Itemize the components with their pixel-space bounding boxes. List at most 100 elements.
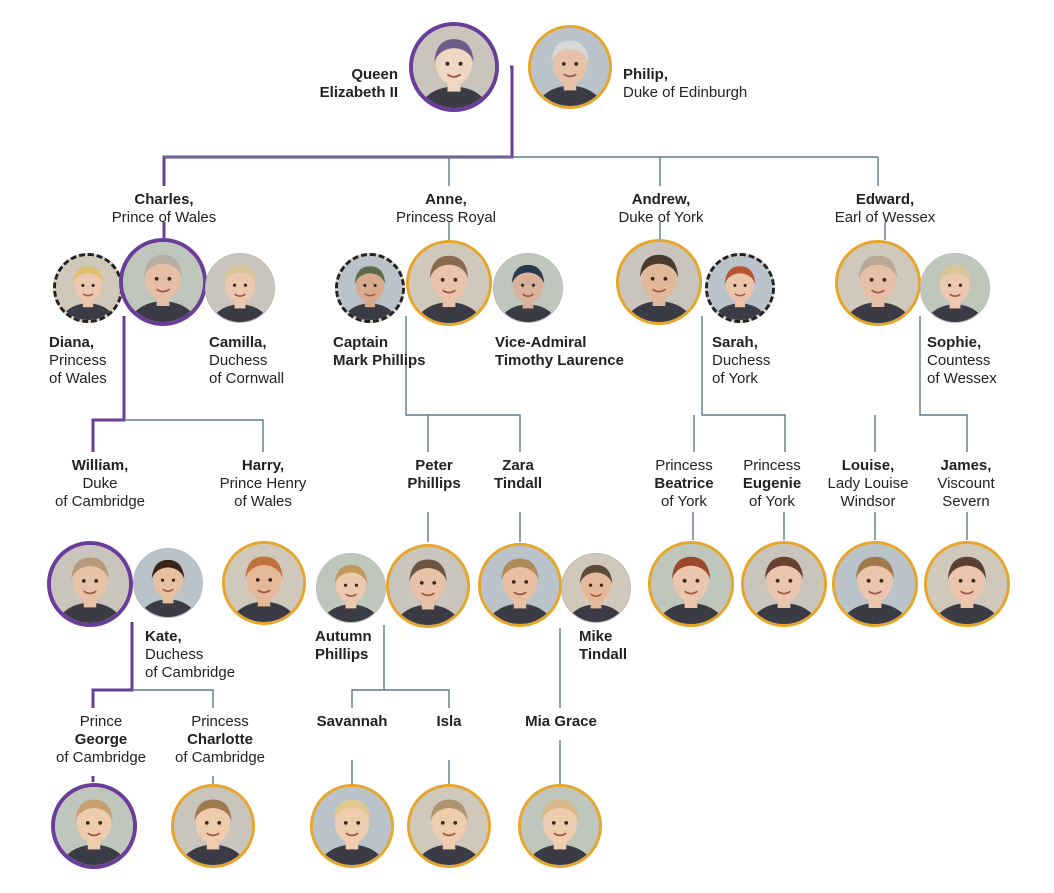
beatrice-name: Beatrice xyxy=(654,475,714,492)
harry-portrait-icon xyxy=(222,541,306,625)
family-line xyxy=(384,689,450,708)
william-portrait-icon xyxy=(47,541,133,627)
philip-label: Philip,Duke of Edinburgh xyxy=(623,66,747,102)
family-line xyxy=(701,316,786,452)
edward-name: Edward, xyxy=(855,191,915,208)
george-title-text: of Cambridge xyxy=(55,749,147,766)
charles-portrait-icon xyxy=(119,238,207,326)
george-name: George xyxy=(74,731,128,748)
charlotte-title-text: of Cambridge xyxy=(174,749,266,766)
autumn-portrait-icon xyxy=(316,553,386,623)
charles-title-text: Prince of Wales xyxy=(111,209,217,226)
eugenie-title-text: of York xyxy=(749,493,795,510)
family-line xyxy=(405,316,521,452)
elizabeth-portrait-icon xyxy=(409,22,499,112)
zara-portrait-icon xyxy=(478,543,562,627)
diana-portrait-icon xyxy=(53,253,123,323)
family-line xyxy=(132,689,214,708)
isla-name: Isla xyxy=(436,713,462,730)
andrew-portrait-icon xyxy=(616,239,702,325)
family-line xyxy=(351,625,385,708)
louise-name: Louise, xyxy=(841,457,895,474)
james-name: James, xyxy=(940,457,992,474)
harry-name: Harry, xyxy=(241,457,285,474)
succession-line xyxy=(91,622,134,708)
charlotte-portrait-icon xyxy=(171,784,255,868)
isla-portrait-icon xyxy=(407,784,491,868)
peter-portrait-icon xyxy=(386,544,470,628)
andrew-label: Andrew,Duke of York xyxy=(618,191,703,227)
james-portrait-icon xyxy=(924,541,1010,627)
camilla-name: Camilla, xyxy=(209,334,267,351)
andrew-name: Andrew, xyxy=(631,191,691,208)
beatrice-title-text: of York xyxy=(661,493,707,510)
edward-portrait-icon xyxy=(835,240,921,326)
beatrice-portrait-icon xyxy=(648,541,734,627)
savannah-label: Savannah xyxy=(317,713,388,731)
philip-title-text: Duke of Edinburgh xyxy=(623,84,748,101)
camilla-portrait-icon xyxy=(205,253,275,323)
william-name: William, xyxy=(71,457,129,474)
timothy-portrait-icon xyxy=(493,253,563,323)
mark-portrait-icon xyxy=(335,253,405,323)
anne-title-text: Princess Royal xyxy=(395,209,497,226)
george-title: Prince xyxy=(79,713,123,730)
philip-portrait-icon xyxy=(528,25,612,109)
mia-name: Mia Grace xyxy=(525,713,597,730)
savannah-portrait-icon xyxy=(310,784,394,868)
george-portrait-icon xyxy=(51,783,137,869)
edward-title-text: Earl of Wessex xyxy=(834,209,936,226)
mia-portrait-icon xyxy=(518,784,602,868)
family-line xyxy=(919,316,968,452)
sophie-portrait-icon xyxy=(920,253,990,323)
andrew-title-text: Duke of York xyxy=(618,209,704,226)
succession-line xyxy=(91,316,126,452)
edward-label: Edward,Earl of Wessex xyxy=(835,191,936,227)
anne-portrait-icon xyxy=(406,240,492,326)
anne-name: Anne, xyxy=(425,191,467,208)
kate-portrait-icon xyxy=(133,548,203,618)
beatrice-title: Princess xyxy=(655,457,713,474)
savannah-name: Savannah xyxy=(316,713,388,730)
eugenie-title: Princess xyxy=(743,457,801,474)
charlotte-name: Charlotte xyxy=(187,731,253,748)
sarah-portrait-icon xyxy=(705,253,775,323)
family-line xyxy=(124,419,264,452)
eugenie-name: Eugenie xyxy=(742,475,802,492)
sophie-name: Sophie, xyxy=(927,334,982,351)
isla-label: Isla xyxy=(436,713,461,731)
philip-name: Philip, xyxy=(623,66,668,83)
